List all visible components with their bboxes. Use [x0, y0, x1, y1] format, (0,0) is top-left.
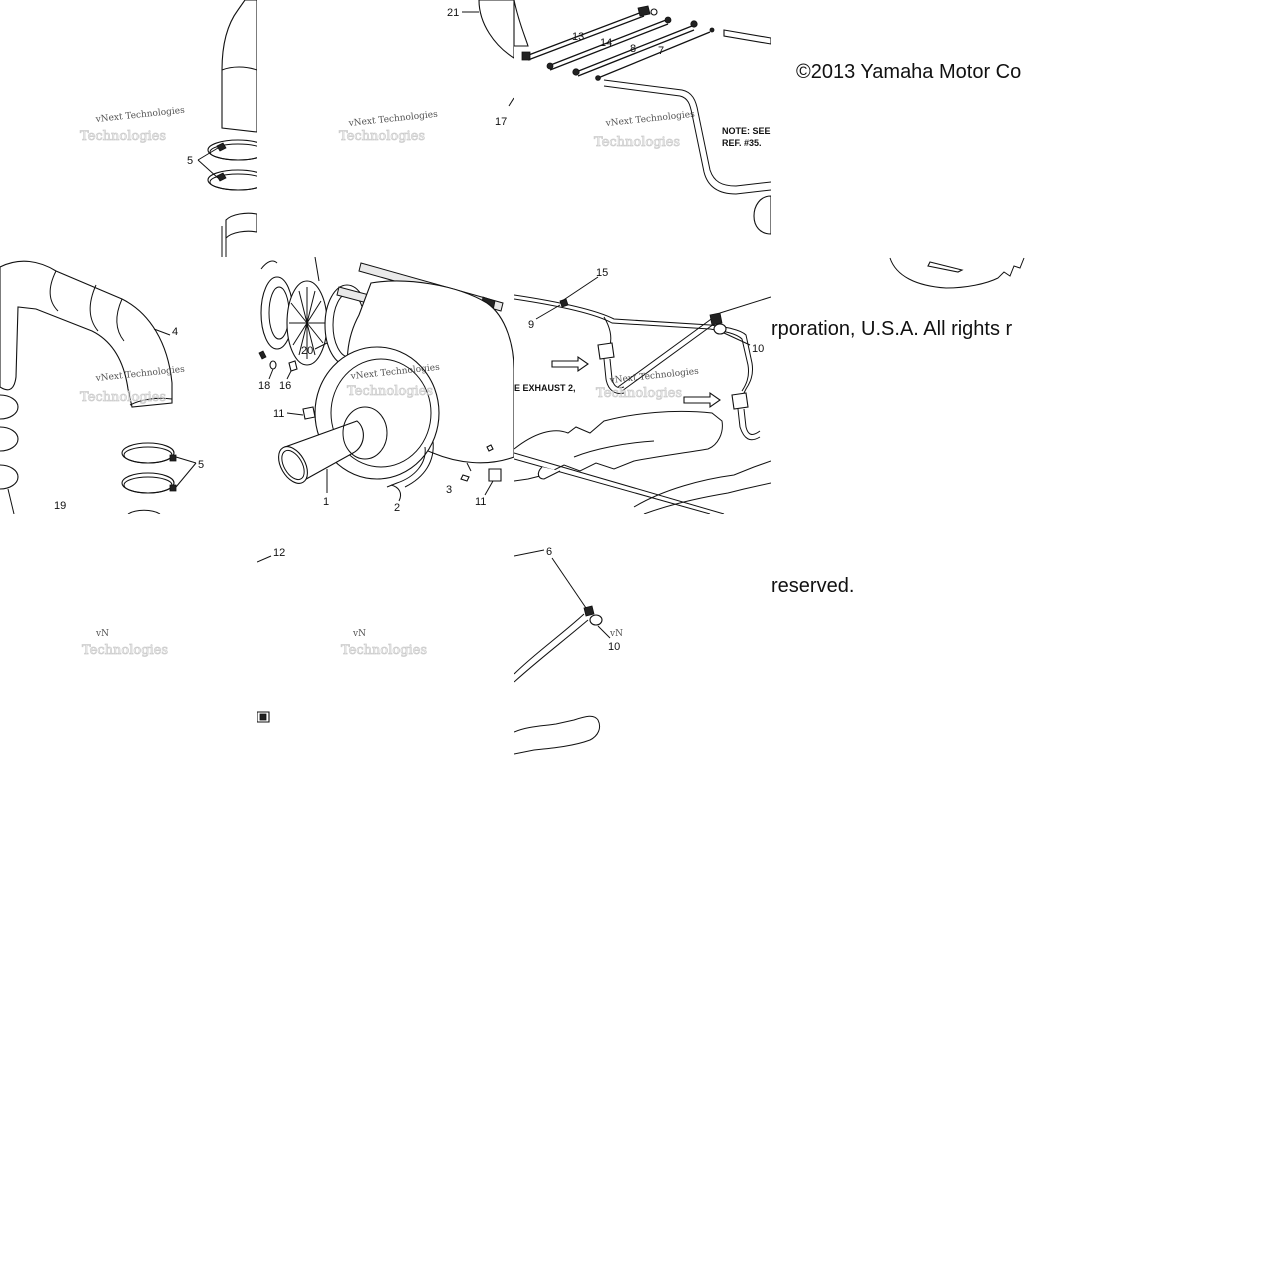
- diagram-tile-r1c3: 13 14 8 7 NOTE: SEE REF. #35. Technologi…: [514, 0, 771, 257]
- callout-11-left: 11: [273, 408, 284, 420]
- watermark-ghost-3: Technologies: [594, 135, 680, 150]
- callout-15: 15: [596, 267, 608, 279]
- diagram-tile-r2c2: 20 18 16 11 1 2 3 11 Technologies vNext …: [257, 257, 514, 514]
- copyright-line-3: reserved.: [771, 575, 855, 597]
- callout-5-lower: 5: [198, 459, 204, 471]
- note-line-2: REF. #35.: [722, 138, 762, 148]
- callout-6: 6: [546, 546, 552, 558]
- diagram-tile-r1c1: 5 Technologies vNext Technologies: [0, 0, 257, 257]
- air-box-assembly-drawing: 20 18 16 11 1 2 3 11 Technologies vNext …: [258, 257, 514, 514]
- callout-10-lower: 10: [608, 641, 620, 653]
- callout-3: 3: [446, 484, 452, 496]
- callout-4: 4: [172, 326, 178, 338]
- upper-hose-drawing: 21 17 Technologies vNext Technologies: [339, 0, 514, 144]
- intake-boot-top-drawing: 5 Technologies vNext Technologies: [80, 0, 257, 257]
- callout-20: 20: [301, 345, 313, 357]
- callout-18: 18: [258, 380, 270, 392]
- callout-8: 8: [630, 43, 636, 55]
- watermark-ghost-2: Technologies: [339, 129, 425, 144]
- watermark-3: vNext Technologies: [604, 110, 695, 129]
- diagram-tile-r3c3: 6 10 vN: [514, 514, 771, 771]
- diagram-tile-r1c2: 21 17 Technologies vNext Technologies: [257, 0, 514, 257]
- callout-16: 16: [279, 380, 291, 392]
- callout-11-right: 11: [475, 496, 486, 508]
- vent-line-routing-drawing: 15 9 10 E EXHAUST 2,: [514, 267, 771, 514]
- callout-13: 13: [572, 31, 584, 43]
- diagram-tile-r2c1: 4 5 19 Technologies vNext Technologies: [0, 257, 257, 514]
- watermark-6: vNext Technologies: [608, 367, 699, 386]
- watermark: vNext Technologies: [94, 106, 185, 125]
- note-line-1: NOTE: SEE: [722, 126, 771, 136]
- diagram-tile-r2c3: 15 9 10 E EXHAUST 2,: [514, 257, 771, 514]
- callout-10-upper: 10: [752, 343, 764, 355]
- watermark-cropped-1: vN: [95, 629, 109, 639]
- watermark-ghost-6: Technologies: [596, 386, 682, 401]
- muffler-bottom-drawing: [889, 257, 1025, 289]
- callout-2: 2: [394, 502, 400, 514]
- callout-5-upper: 5: [187, 155, 193, 167]
- note-exhaust-fragment: E EXHAUST 2,: [514, 383, 576, 393]
- callout-19: 19: [54, 500, 66, 512]
- lower-vent-line-drawing: 6 10 vN: [514, 546, 623, 755]
- diagram-tile-r3c1: Technologies vN: [0, 514, 257, 771]
- watermark-ghost: Technologies: [80, 129, 166, 144]
- callout-21: 21: [447, 7, 459, 19]
- copyright-line-1: ©2013 Yamaha Motor Co: [796, 61, 1022, 83]
- diagram-fragment-muffler-bottom: [886, 250, 1028, 296]
- callout-17: 17: [495, 116, 507, 128]
- callout-1: 1: [323, 496, 329, 508]
- copyright-line-2: rporation, U.S.A. All rights r: [771, 318, 1013, 340]
- diagram-tile-r3c2: 12 Technologies vN: [257, 514, 514, 771]
- watermark-cropped-2: vN: [352, 629, 366, 639]
- callout-7: 7: [658, 45, 664, 57]
- callout-9: 9: [528, 319, 534, 331]
- watermark-ghost-7: Technologies: [82, 643, 168, 658]
- intake-elbow-drawing: 4 5 19 Technologies vNext Technologies: [0, 260, 204, 514]
- callout-12: 12: [273, 547, 285, 559]
- watermark-cropped-3: vN: [609, 629, 623, 639]
- callout-14: 14: [600, 37, 612, 49]
- watermark-ghost-5: Technologies: [347, 384, 433, 399]
- watermark-ghost-4: Technologies: [80, 390, 166, 405]
- watermark-fragment-tile: Technologies vN: [82, 629, 169, 658]
- watermark-ghost-8: Technologies: [341, 643, 427, 658]
- fastener-fragment-drawing: 12 Technologies vN: [257, 547, 427, 723]
- watermark-2: vNext Technologies: [347, 110, 438, 129]
- vent-hoses-drawing: 13 14 8 7 NOTE: SEE REF. #35. Technologi…: [514, 0, 771, 235]
